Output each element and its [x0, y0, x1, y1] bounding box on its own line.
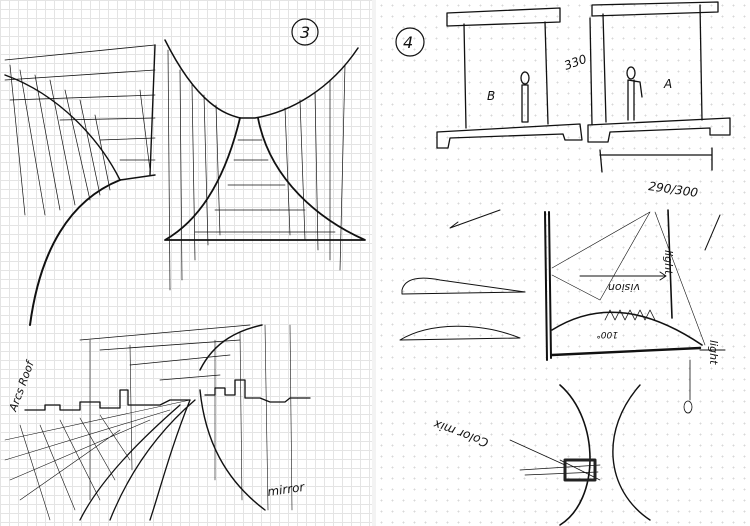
section-a — [587, 1, 731, 173]
sketch-number-4: 4 — [403, 33, 413, 52]
label-light-right: light — [707, 340, 720, 365]
sketch-number-circle — [291, 18, 319, 46]
label-mirror: mirror — [266, 480, 306, 499]
profile-sketches — [399, 209, 526, 341]
page-gutter — [372, 0, 376, 526]
draped-tunnel-sketch — [164, 39, 366, 291]
label-angle: 100° — [596, 329, 618, 339]
height-dimension: 330 — [562, 52, 589, 73]
mirror-corridor-sketch — [4, 324, 311, 521]
section-b — [436, 7, 583, 149]
sketch-number-3: 3 — [300, 23, 310, 42]
corridor-sketches: 3 Arcs Roof mirror — [4, 18, 366, 521]
label-color-mix: Color mix — [431, 417, 490, 450]
room-label-b: B — [487, 89, 495, 103]
label-light-top: light — [662, 250, 675, 275]
right-sketch-page: 4 B 330 A 290/300 — [376, 0, 750, 526]
section-sketches: 4 B 330 A 290/300 — [395, 1, 731, 526]
left-sketch-page: 3 Arcs Roof mirror — [0, 0, 372, 526]
label-arcs-roof: Arcs Roof — [6, 357, 37, 414]
color-mix-sketch — [509, 384, 651, 526]
label-vision: vision — [608, 281, 640, 294]
sketch-number-circle — [395, 27, 425, 57]
room-label-a: A — [663, 77, 672, 91]
curved-corridor-sketch — [4, 44, 156, 326]
light-vision-diagram — [544, 209, 726, 414]
width-dimension: 290/300 — [648, 179, 700, 200]
